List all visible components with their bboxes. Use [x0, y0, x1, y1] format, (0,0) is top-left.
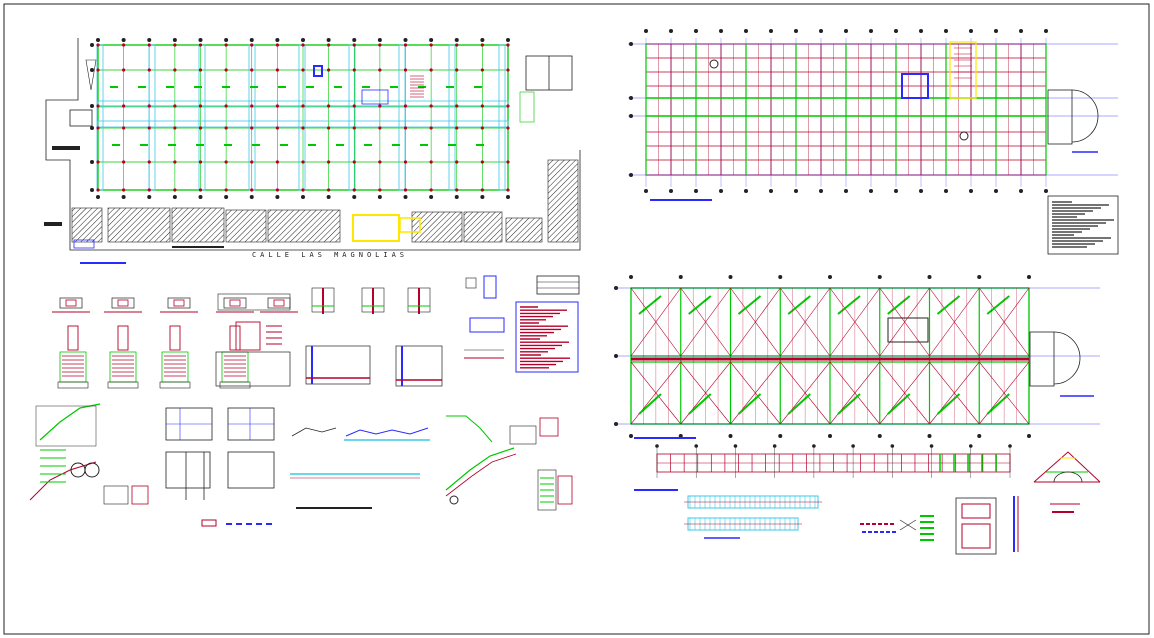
roof-section-detail	[1033, 451, 1101, 505]
foundation-plan	[44, 38, 581, 264]
beam-elevations	[684, 495, 822, 539]
construction-details	[29, 275, 573, 527]
adjacent-buildings-hatch	[71, 159, 579, 243]
framing-plan	[628, 29, 1119, 255]
street-name-label: CALLE LAS MAGNOLIAS	[251, 251, 409, 259]
specs-table	[515, 275, 580, 373]
notes-table	[1047, 195, 1119, 255]
long-section	[634, 444, 1012, 491]
sheet-border	[3, 3, 1150, 635]
roof-plan	[614, 275, 1100, 439]
column-details	[860, 496, 1074, 555]
yellow-highlight-box	[352, 214, 400, 242]
